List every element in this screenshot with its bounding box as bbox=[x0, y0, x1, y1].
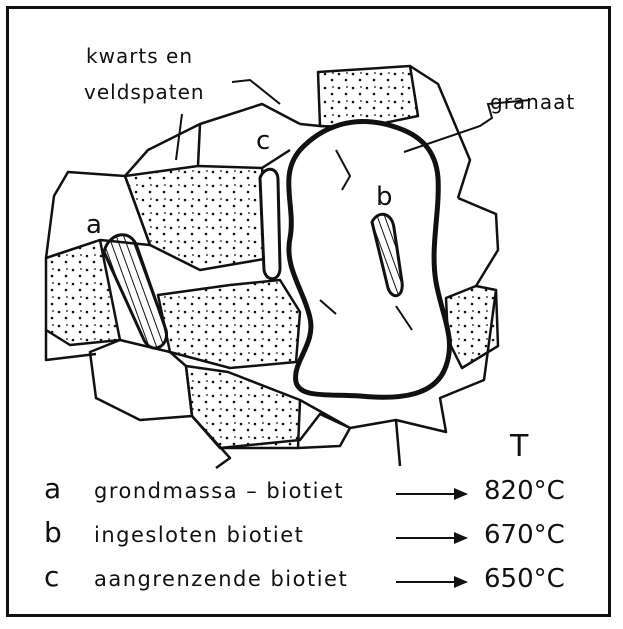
leader-kwarts bbox=[232, 80, 280, 104]
biotite-c bbox=[260, 169, 280, 279]
arrow-a bbox=[396, 493, 466, 495]
label-veldspaten: veldspaten bbox=[84, 82, 205, 102]
garnet-grain bbox=[289, 121, 450, 397]
legend-key-c: c bbox=[44, 563, 59, 591]
label-kwarts-en: kwarts en bbox=[86, 46, 193, 66]
label-granaat: granaat bbox=[490, 92, 575, 112]
grain-top-right bbox=[318, 66, 418, 128]
legend-key-b: b bbox=[44, 519, 62, 547]
mark-c: c bbox=[256, 128, 270, 154]
leader-veldspaten bbox=[176, 114, 182, 160]
arrow-b bbox=[396, 537, 466, 539]
grain-bottom-left bbox=[186, 366, 300, 448]
mark-a: a bbox=[86, 212, 102, 238]
mark-b: b bbox=[376, 184, 393, 210]
legend-key-a: a bbox=[44, 475, 61, 503]
legend-text-c: aangrenzende biotiet bbox=[94, 569, 348, 590]
legend-text-a: grondmassa – biotiet bbox=[94, 481, 344, 502]
grain-center-top bbox=[125, 166, 270, 270]
grain-center-left bbox=[158, 280, 300, 368]
legend-header-T: T bbox=[510, 432, 528, 462]
legend-temp-b: 670°C bbox=[484, 522, 565, 548]
legend-text-b: ingesloten biotiet bbox=[94, 525, 304, 546]
legend-temp-c: 650°C bbox=[484, 566, 565, 592]
arrow-c bbox=[396, 581, 466, 583]
legend-temp-a: 820°C bbox=[484, 478, 565, 504]
